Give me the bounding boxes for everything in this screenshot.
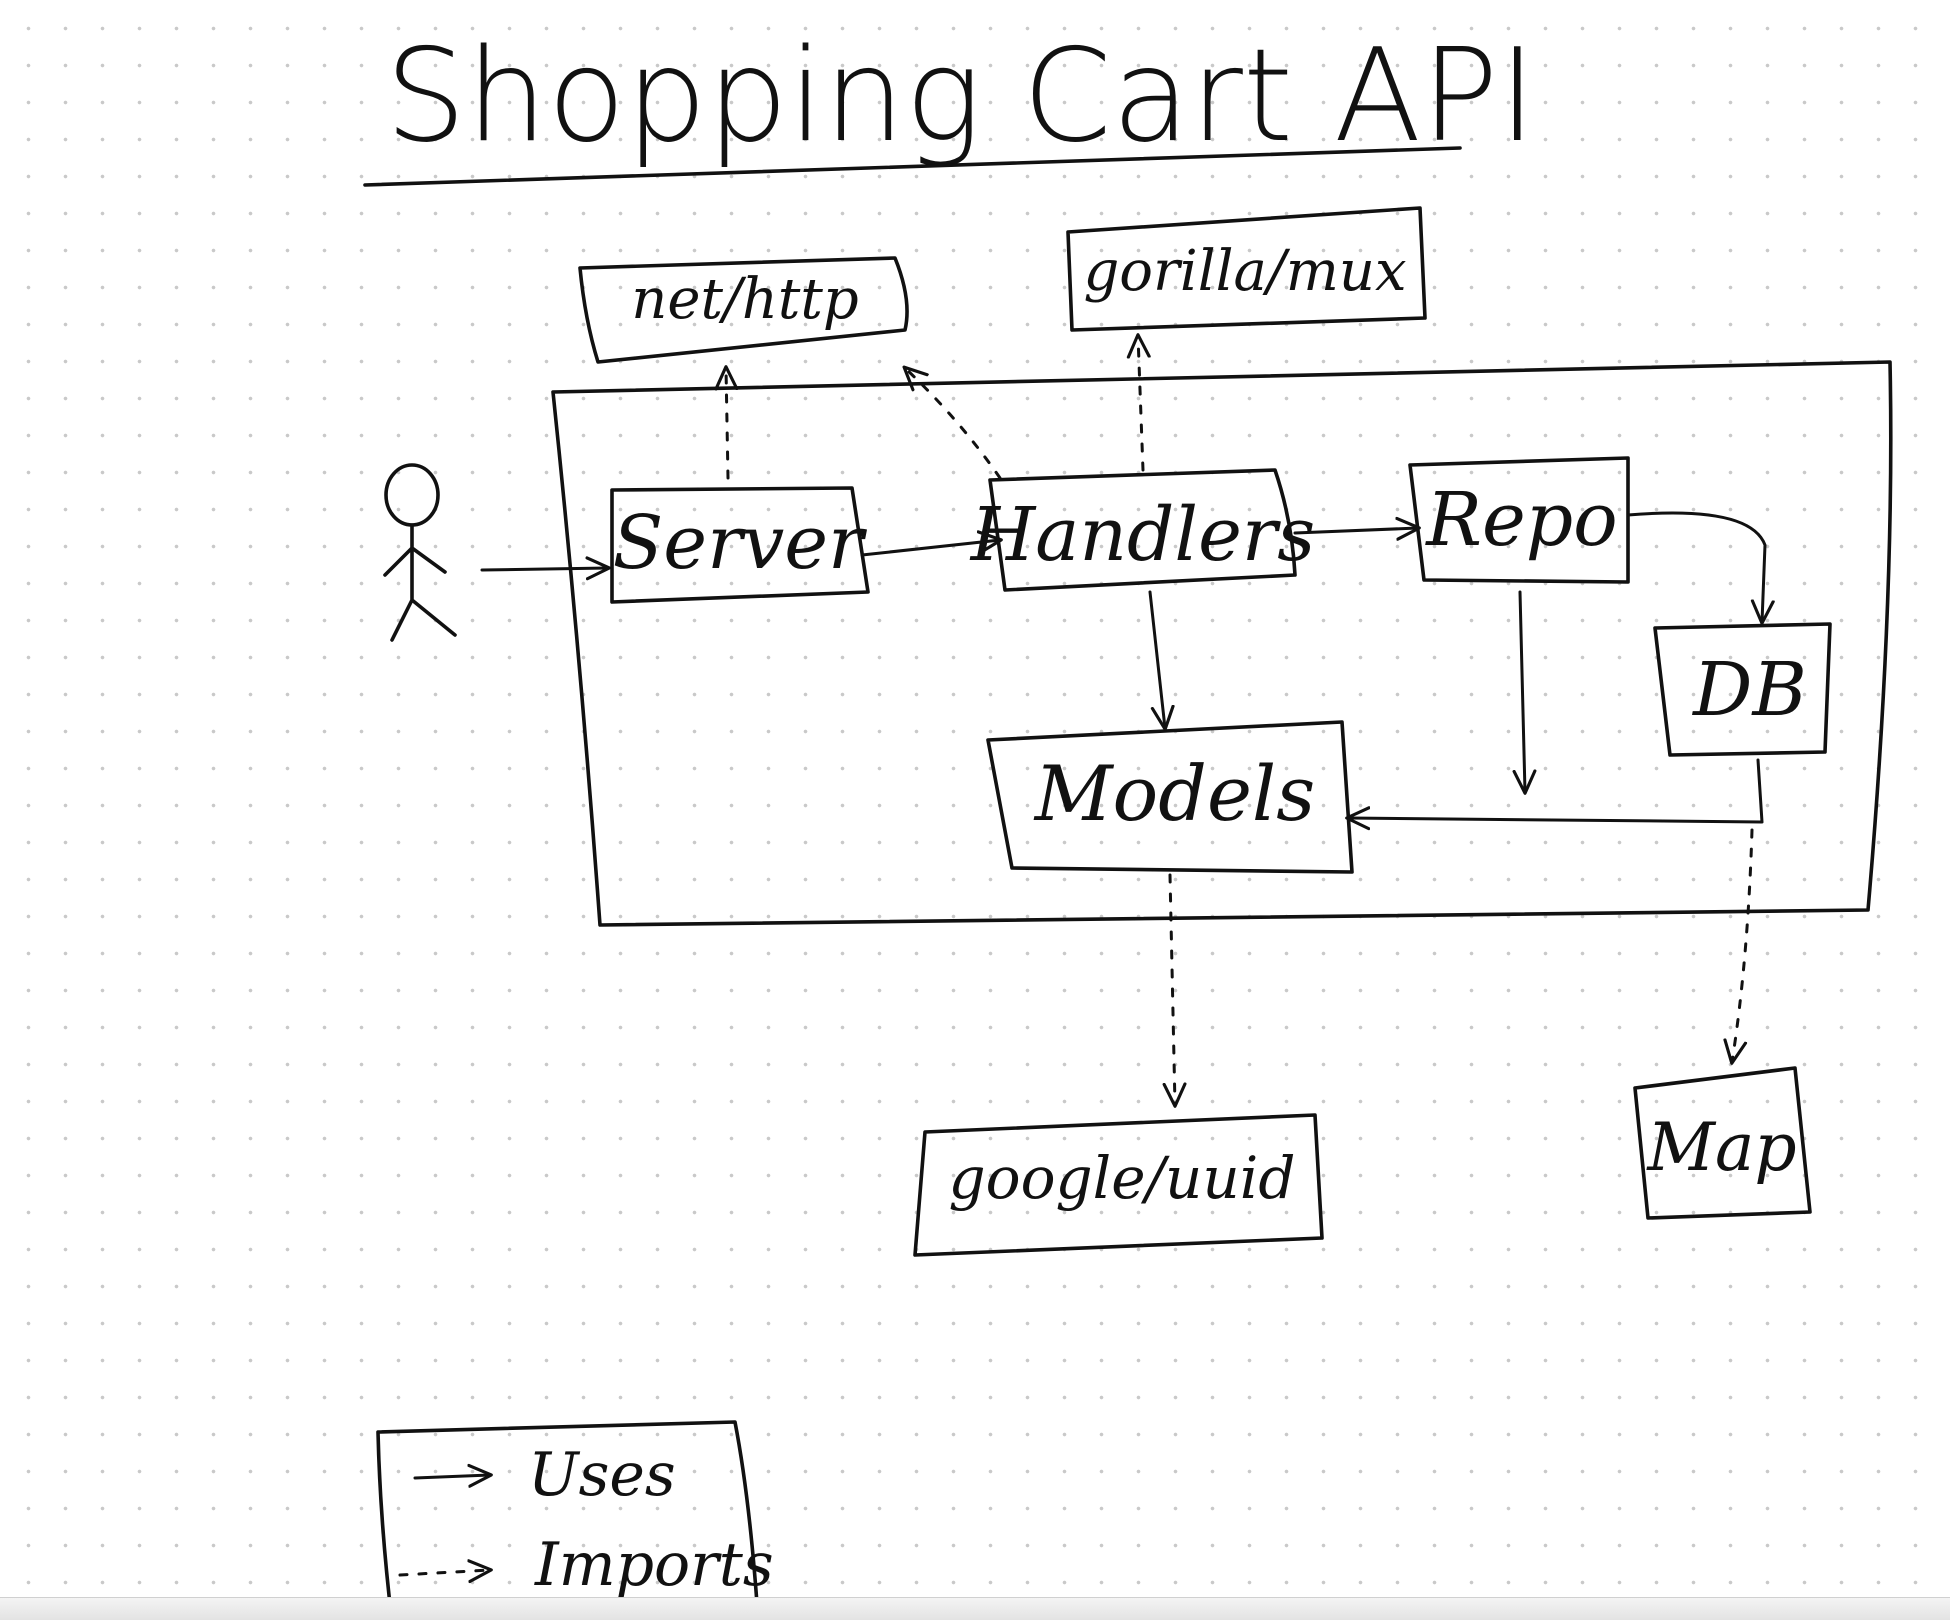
node-gorilla-mux-label: gorilla/mux (1083, 239, 1406, 304)
node-db-label: DB (1691, 647, 1807, 733)
node-server-label: Server (613, 500, 868, 586)
node-server: Server (610, 486, 870, 604)
edge-handlers-to-models (1148, 590, 1165, 728)
legend: Uses Imports (376, 1420, 774, 1620)
node-map-label: Map (1646, 1109, 1796, 1186)
legend-imports-arrow-icon (398, 1570, 490, 1575)
edge-server-to-handlers (860, 540, 1000, 557)
edge-repo-to-models (1520, 590, 1525, 792)
application-boundary (551, 360, 1893, 927)
node-handlers: Handlers (969, 468, 1316, 592)
edge-repo-to-db (1626, 511, 1765, 622)
node-db: DB (1653, 622, 1832, 757)
node-repo: Repo (1408, 456, 1630, 584)
legend-imports-label: Imports (534, 1530, 774, 1600)
edge-db-to-models (1348, 758, 1764, 822)
legend-uses-arrow-icon (413, 1475, 490, 1478)
node-repo-label: Repo (1424, 477, 1617, 563)
page-title: Shopping Cart API (385, 22, 1536, 171)
node-models: Models (986, 720, 1354, 874)
edge-user-to-server (480, 568, 608, 570)
window-bottom-edge (0, 1597, 1950, 1620)
legend-uses-label: Uses (528, 1440, 676, 1510)
node-net-http-label: net/http (631, 267, 859, 332)
node-handlers-label: Handlers (969, 492, 1316, 578)
node-net-http: net/http (578, 256, 909, 364)
node-models-label: Models (1033, 749, 1316, 838)
node-google-uuid-label: google/uuid (949, 1144, 1296, 1212)
edge-server-imports-net-http (726, 368, 728, 480)
node-map: Map (1633, 1066, 1812, 1220)
user-actor-icon (383, 463, 457, 642)
node-google-uuid: google/uuid (913, 1113, 1324, 1257)
edge-models-imports-google-uuid (1170, 873, 1175, 1105)
title-underline (363, 146, 1462, 187)
edge-handlers-to-repo (1293, 528, 1418, 533)
node-gorilla-mux: gorilla/mux (1066, 206, 1427, 332)
edge-db-imports-map (1732, 828, 1754, 1062)
edge-handlers-imports-gorilla-mux (1138, 336, 1143, 472)
